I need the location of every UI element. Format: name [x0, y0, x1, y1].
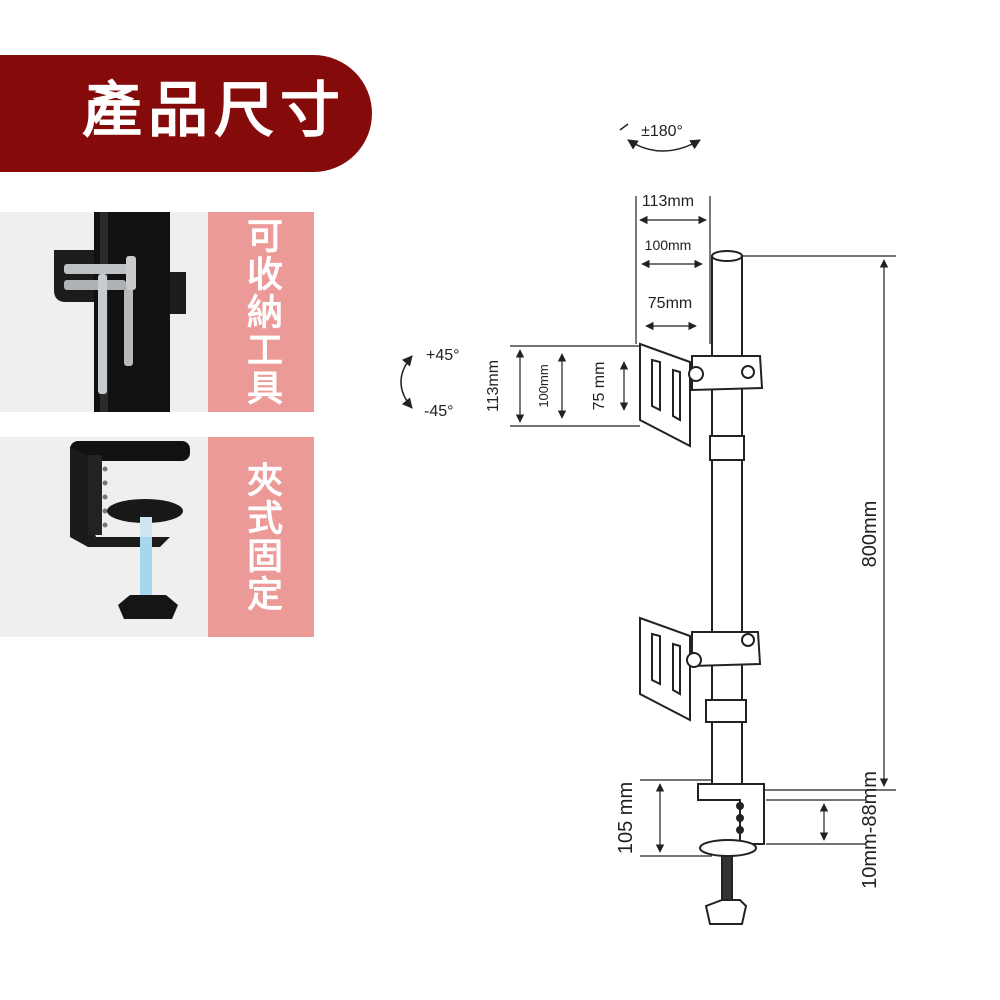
side-height-dimensions: [510, 345, 640, 427]
mount-pole: [711, 250, 743, 787]
upper-vesa-plate: [639, 342, 764, 461]
pole-height-dimension: [742, 255, 896, 791]
desk-clamp-image: [0, 437, 208, 637]
feature-label-tool-storage: 可收納工具: [208, 212, 314, 412]
rotation-indicator: ±180°: [619, 123, 701, 152]
pole-height-label: 800mm: [859, 501, 881, 568]
top-width-dimensions: [635, 196, 711, 344]
clamp-range-label: 10mm-88mm: [859, 771, 881, 889]
feature-label-clamp: 夾式固定: [208, 437, 314, 637]
lower-vesa-plate: [639, 616, 762, 723]
clamp-height-label: 105 mm: [615, 782, 637, 854]
title-banner: [0, 55, 372, 172]
page-title: 產品尺寸: [82, 76, 346, 146]
tilt-up-label: +45°: [426, 347, 460, 364]
tilt-indicator: [400, 355, 413, 409]
clamp-base: [697, 783, 765, 925]
vesa-75-side-label: 75 mm: [591, 362, 608, 411]
vesa-100-side-label: 100mm: [536, 364, 551, 407]
hex-key-storage-image: [0, 212, 208, 412]
vesa-113-side-label: 113mm: [485, 360, 502, 412]
hex-key-storage-icon: [54, 212, 186, 412]
vesa-75-top-label: 75mm: [648, 295, 692, 312]
rotation-label: ±180°: [641, 123, 683, 140]
vesa-113-top-label: 113mm: [642, 193, 694, 210]
tilt-down-label: -45°: [424, 403, 454, 420]
vesa-100-top-label: 100mm: [645, 237, 692, 253]
clamp-height-dimension: [640, 779, 712, 857]
desk-clamp-icon: [70, 441, 190, 619]
clamp-range-dimension: [766, 799, 866, 845]
